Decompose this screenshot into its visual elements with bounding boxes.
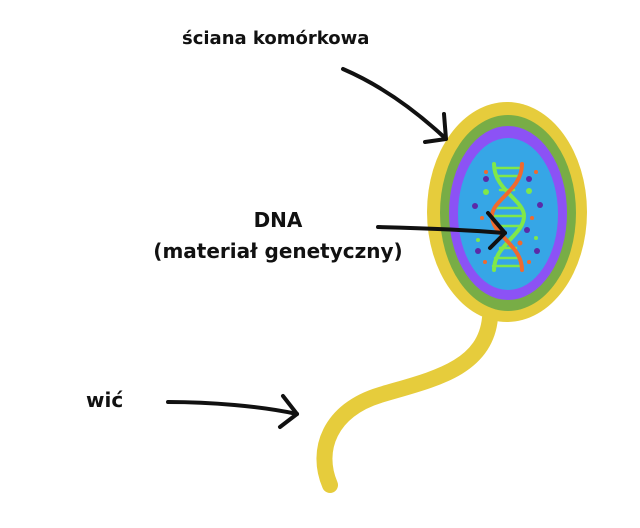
dna-dots (472, 170, 543, 264)
flagellum-label: wić (86, 388, 124, 412)
arrow-dna (376, 211, 507, 250)
dna-label-title: DNA (253, 208, 303, 232)
dna-label: DNA (materiał genetyczny) (138, 205, 418, 267)
cytoplasm (458, 138, 558, 290)
arrow-flagellum (166, 394, 299, 429)
dna-label-subtitle: (materiał genetyczny) (153, 239, 403, 263)
flagellum (316, 310, 498, 493)
arrow-cell-wall (341, 67, 448, 144)
cell-wall-label: ściana komórkowa (182, 28, 370, 49)
